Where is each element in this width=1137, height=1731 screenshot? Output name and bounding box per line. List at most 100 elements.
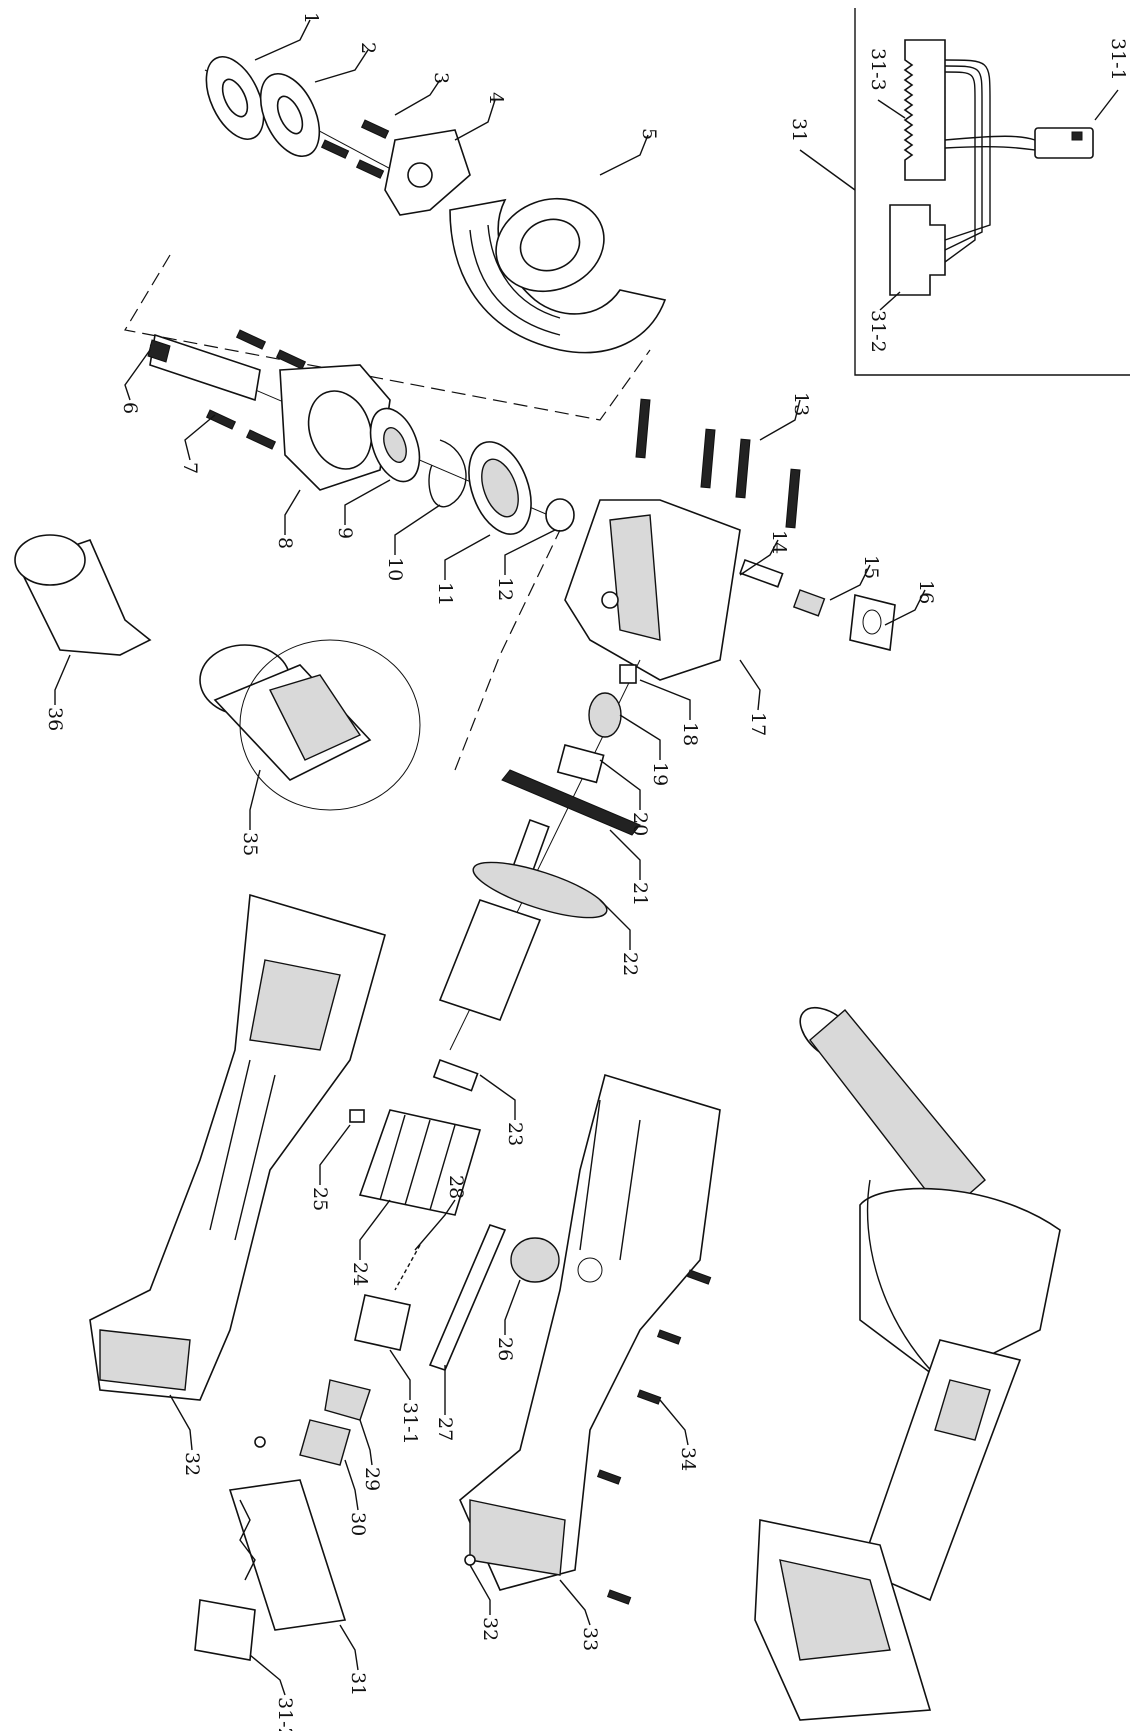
leader-6 bbox=[124, 349, 151, 401]
screw-3c bbox=[355, 159, 385, 179]
guard-rib-1 bbox=[469, 229, 561, 336]
leader-29 bbox=[359, 1419, 373, 1466]
screw-13b bbox=[700, 428, 716, 489]
assembled-battery-grip bbox=[779, 1559, 891, 1661]
guard-rib-2 bbox=[487, 224, 561, 319]
leader-26 bbox=[504, 1279, 521, 1335]
leader-13 bbox=[759, 399, 801, 441]
leader-19 bbox=[619, 714, 661, 760]
housing-badge bbox=[249, 959, 341, 1051]
wiring-inset bbox=[799, 8, 1130, 376]
part-25 bbox=[349, 1109, 365, 1123]
label-10: 10 bbox=[384, 557, 406, 581]
lock-button-circle bbox=[862, 609, 882, 635]
part-30 bbox=[299, 1419, 351, 1466]
stator-24 bbox=[358, 1109, 482, 1216]
leader-8 bbox=[284, 489, 301, 535]
handle-insert-end bbox=[14, 534, 86, 586]
label-19: 19 bbox=[649, 762, 671, 786]
label-30: 30 bbox=[347, 1512, 369, 1536]
label-3: 3 bbox=[430, 72, 452, 84]
label-36: 36 bbox=[44, 707, 66, 731]
assembled-grinder bbox=[754, 1006, 1061, 1721]
small-ring bbox=[254, 1436, 266, 1448]
pinion-19 bbox=[588, 692, 622, 738]
side-handle-circle bbox=[239, 639, 421, 811]
leader-18 bbox=[639, 679, 691, 720]
label-31-1: 31-1 bbox=[399, 1402, 421, 1445]
label-16: 16 bbox=[915, 580, 937, 604]
terminal-31-2 bbox=[194, 1599, 256, 1661]
leader-31-inset bbox=[799, 149, 856, 191]
guard-collar-hole bbox=[519, 218, 581, 272]
leader-24 bbox=[359, 1199, 391, 1260]
housing-right-circle bbox=[577, 1257, 603, 1283]
label-1: 1 bbox=[300, 12, 322, 24]
gear-head-bore bbox=[307, 390, 373, 470]
lock-pin-14 bbox=[739, 558, 784, 588]
label-14: 14 bbox=[768, 530, 790, 554]
label-22: 22 bbox=[619, 952, 641, 976]
leader-1 bbox=[254, 19, 311, 61]
screw-13c bbox=[735, 438, 751, 499]
leader-33 bbox=[559, 1579, 591, 1626]
label-11: 11 bbox=[434, 582, 456, 606]
spring-28 bbox=[394, 1244, 421, 1291]
lock-button-16 bbox=[849, 594, 896, 651]
gear-housing-hole bbox=[601, 591, 619, 609]
part-29 bbox=[324, 1379, 371, 1421]
screw-3b bbox=[360, 119, 390, 139]
label-35: 35 bbox=[239, 832, 261, 856]
gear-housing-parts bbox=[564, 398, 896, 681]
leader-17 bbox=[739, 659, 761, 711]
label-15: 15 bbox=[860, 555, 882, 579]
housing-left-32 bbox=[89, 893, 386, 1401]
leader-9 bbox=[344, 479, 391, 525]
label-32: 32 bbox=[181, 1452, 203, 1476]
leader-31-3-inset bbox=[877, 99, 906, 119]
housing-right-ribs bbox=[579, 1099, 641, 1261]
leader-22 bbox=[599, 899, 631, 950]
outer-flange-hole bbox=[221, 78, 249, 118]
label-31-2-inset: 31-2 bbox=[867, 310, 889, 353]
inner-flange-hole bbox=[276, 95, 304, 135]
leader-36 bbox=[54, 654, 71, 705]
leader-30 bbox=[344, 1459, 359, 1511]
screw-3a bbox=[320, 139, 350, 159]
spring-15 bbox=[792, 589, 826, 617]
leader-2 bbox=[314, 49, 369, 83]
bushing-12 bbox=[545, 498, 575, 532]
leader-31-1 bbox=[389, 1349, 411, 1400]
label-6: 6 bbox=[119, 402, 141, 414]
housing-right-33 bbox=[459, 1073, 721, 1605]
side-handle-parts bbox=[14, 529, 561, 811]
label-31-3-inset: 31-3 bbox=[867, 48, 889, 91]
screw-34b bbox=[656, 1329, 682, 1345]
wheel-guard bbox=[449, 197, 667, 354]
wire-2 bbox=[944, 65, 983, 251]
flange-parts bbox=[204, 56, 471, 216]
leader-3 bbox=[394, 79, 441, 116]
leader-31 bbox=[339, 1624, 359, 1671]
leader-31-2-inset bbox=[879, 291, 901, 311]
wire-3 bbox=[944, 71, 976, 263]
label-26: 26 bbox=[494, 1337, 516, 1361]
label-24: 24 bbox=[349, 1262, 371, 1286]
controller-board-31-3 bbox=[903, 39, 946, 181]
leader-4 bbox=[454, 99, 496, 141]
leader-31-2 bbox=[249, 1654, 286, 1696]
screw-34e bbox=[606, 1589, 632, 1605]
assembled-gear-head bbox=[859, 1187, 1061, 1381]
bearing-20 bbox=[556, 744, 605, 784]
label-20: 20 bbox=[629, 812, 651, 836]
housing-half-right bbox=[459, 1073, 721, 1591]
wire-1 bbox=[944, 59, 991, 241]
screw-7a bbox=[235, 329, 267, 350]
assembled-side-handle bbox=[809, 1009, 986, 1217]
trigger-button-26 bbox=[510, 1237, 560, 1283]
motor-parts bbox=[432, 659, 641, 1092]
leader-10 bbox=[394, 504, 441, 555]
clamp-plate-hole bbox=[407, 162, 433, 188]
screw-34d bbox=[596, 1469, 622, 1485]
